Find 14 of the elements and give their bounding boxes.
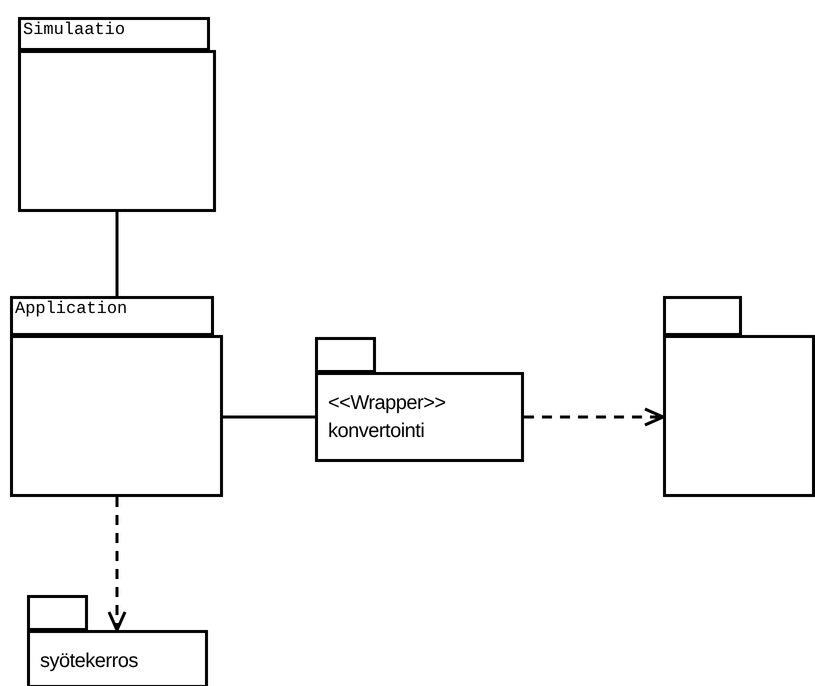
package-name: Application [15, 299, 128, 321]
dependency-arrow [524, 408, 664, 426]
dependency-arrow [108, 497, 126, 632]
uml-package [315, 337, 524, 462]
package-name: konvertointi [328, 419, 424, 444]
connector-line [223, 416, 315, 418]
package-name: syötekerros [40, 649, 138, 674]
uml-package [27, 595, 208, 686]
stereotype-label: <<Wrapper>> [328, 391, 446, 416]
connector-line [116, 212, 118, 296]
uml-package [18, 17, 216, 212]
package-name: Simulaatio [23, 20, 126, 42]
uml-package [663, 296, 815, 497]
uml-package [10, 296, 223, 497]
